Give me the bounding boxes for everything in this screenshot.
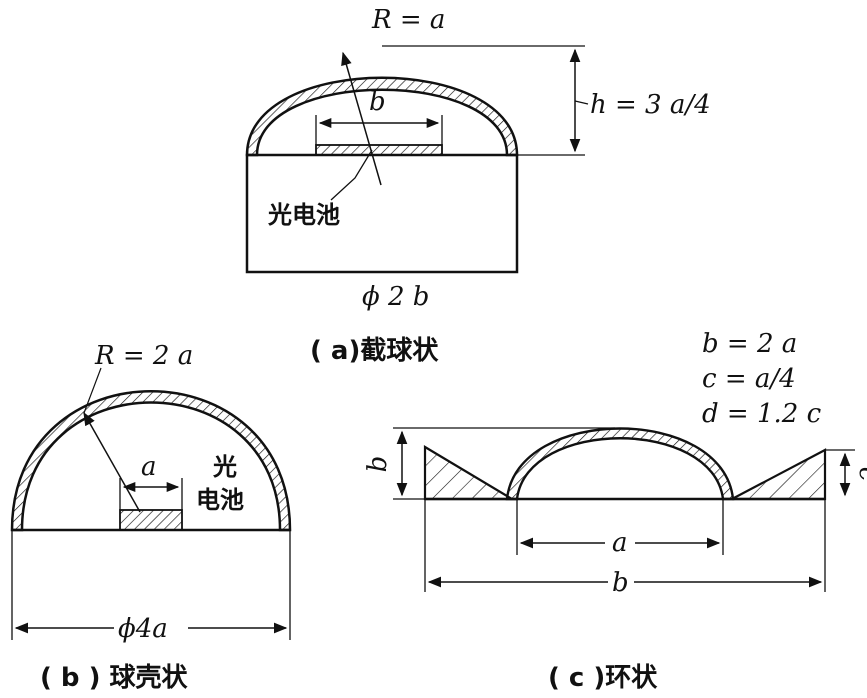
c-eq-b: b = 2 a <box>702 329 797 359</box>
b-width-a-label: a <box>141 452 157 482</box>
a-radius-label: R = a <box>371 5 445 35</box>
diagram-a: b R = a 光电池 h = 3 a/4 ϕ 2 b ( a)截球状 <box>245 5 711 366</box>
c-outer-width-label: b <box>612 568 629 598</box>
a-diameter-label: ϕ 2 b <box>362 282 429 312</box>
a-dome-shell <box>245 76 519 157</box>
b-cell-label-line2: 电池 <box>196 486 244 514</box>
b-diameter-label: ϕ4a <box>118 614 168 644</box>
a-height-label: h = 3 a/4 <box>590 90 711 120</box>
c-left-ring-section <box>423 445 516 501</box>
c-eq-d: d = 1.2 c <box>702 399 822 429</box>
b-radius-line <box>83 411 141 513</box>
c-inner-width-label: a <box>612 528 628 558</box>
c-eq-c: c = a/4 <box>702 364 796 394</box>
a-caption: ( a)截球状 <box>310 336 439 366</box>
a-width-b-label: b <box>369 87 386 117</box>
diagram-b: a R = 2 a 光 电池 ϕ4a ( b ) 球壳状 <box>10 341 292 693</box>
b-caption: ( b ) 球壳状 <box>40 663 189 693</box>
c-height-b-label: b <box>363 456 393 473</box>
a-cell-label: 光电池 <box>267 201 340 229</box>
c-caption: ( c )环状 <box>548 663 658 693</box>
c-height-c-label: c <box>853 467 867 482</box>
b-photocell <box>119 509 183 531</box>
a-photocell <box>315 144 443 156</box>
a-radius-line <box>341 51 382 186</box>
c-right-ring-section <box>731 448 827 501</box>
b-radius-label: R = 2 a <box>94 341 193 371</box>
b-dome-shell <box>10 390 292 532</box>
b-cell-label-line1: 光 <box>212 453 237 481</box>
c-dome-shell <box>505 427 735 501</box>
diagram-c: b = 2 a c = a/4 d = 1.2 c b c a b ( c )环… <box>363 329 867 693</box>
